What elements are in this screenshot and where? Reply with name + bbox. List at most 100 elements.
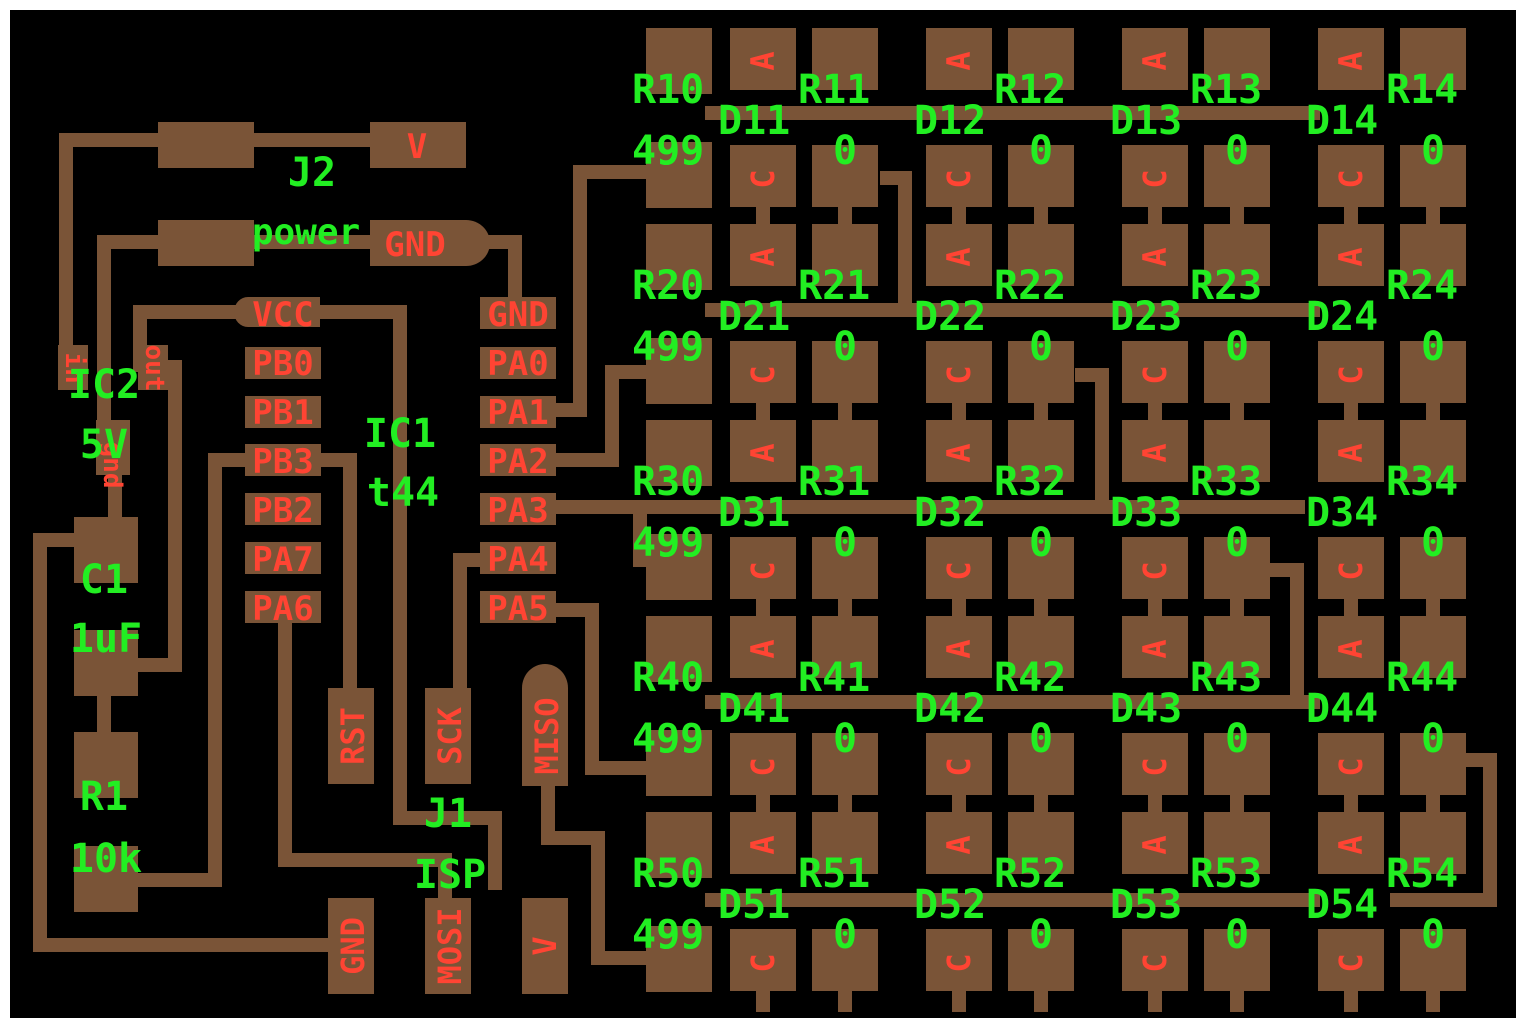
ic1-pin-label-vcc: VCC <box>252 295 313 335</box>
led-cathode-pad <box>1122 341 1188 403</box>
led-cathode-pad <box>1318 537 1384 599</box>
led-anode-pad <box>1318 28 1384 90</box>
col-resistor-value: 0 <box>1029 324 1053 370</box>
col-resistor-pad <box>812 420 878 482</box>
col-resistor-pad <box>1204 341 1270 403</box>
led-anode-pad <box>1318 812 1384 874</box>
col-resistor-designator: R31 <box>798 459 870 505</box>
row-resistor-pad <box>646 812 712 878</box>
j1-pad-rst <box>328 688 374 784</box>
led-anode-pad <box>730 812 796 874</box>
row-resistor-pad <box>646 926 712 992</box>
led-anode-label: A <box>1136 835 1174 854</box>
col-resistor-designator: R43 <box>1190 655 1262 701</box>
col-resistor-pad <box>1204 929 1270 991</box>
led-cathode-pad <box>926 537 992 599</box>
col-resistor-pad <box>812 929 878 991</box>
led-designator: D54 <box>1306 882 1378 928</box>
led-cathode-label: C <box>1332 169 1370 188</box>
col-resistor-pad <box>1400 812 1466 874</box>
col-resistor-designator: R51 <box>798 851 870 897</box>
led-anode-label: A <box>1332 639 1370 658</box>
col-resistor-pad <box>1400 733 1466 795</box>
matrix-pads <box>646 28 1466 992</box>
led-cathode-pad <box>1122 929 1188 991</box>
ic2-pad-in <box>58 345 88 390</box>
led-anode-label: A <box>1332 443 1370 462</box>
led-anode-pad <box>1122 224 1188 286</box>
j1-pad-sck <box>425 688 471 784</box>
col-resistor-value: 0 <box>1225 716 1249 762</box>
j2-value: power <box>252 212 360 253</box>
led-anode-pad <box>1122 420 1188 482</box>
led-cathode-pad <box>926 341 992 403</box>
ic1-pin-label-gnd: GND <box>487 295 548 335</box>
led-anode-pad <box>730 224 796 286</box>
j2-pad-gnd-label: GND <box>384 225 445 265</box>
row-resistor-value: 499 <box>632 324 704 370</box>
ic2-pad-in-label: in <box>59 352 89 383</box>
led-anode-pad <box>730 616 796 678</box>
col-resistor-value: 0 <box>833 128 857 174</box>
row-resistor-pad <box>646 420 712 486</box>
led-cathode-label: C <box>940 953 978 972</box>
led-anode-label: A <box>940 835 978 854</box>
col-resistor-designator: R22 <box>994 263 1066 309</box>
col-resistor-pad <box>1008 733 1074 795</box>
led-designator: D13 <box>1110 98 1182 144</box>
led-anode-pad <box>926 812 992 874</box>
ic1-pin-vcc-pad <box>234 297 320 327</box>
ic1-pin-label-pb1: PB1 <box>252 393 313 433</box>
col-resistor-pad <box>1400 145 1466 207</box>
col-resistor-pad <box>812 145 878 207</box>
col-resistor-value: 0 <box>1421 912 1445 958</box>
j2-pad-gnd <box>370 220 490 266</box>
j1-pad-v-label: V <box>526 936 564 955</box>
row-resistor-designator: R20 <box>632 263 704 309</box>
ic1-pin-label-pa1: PA1 <box>487 393 548 433</box>
row-resistor-value: 499 <box>632 912 704 958</box>
led-cathode-label: C <box>744 561 782 580</box>
j1-pad-mosi-label: MOSI <box>431 907 469 984</box>
led-designator: D14 <box>1306 98 1378 144</box>
ic1-pad <box>245 347 321 379</box>
col-resistor-value: 0 <box>1225 520 1249 566</box>
col-resistor-pad <box>1008 616 1074 678</box>
led-cathode-pad <box>730 929 796 991</box>
j2-designator: J2 <box>288 150 336 196</box>
row-resistor-pad <box>646 730 712 796</box>
row-resistor-value: 499 <box>632 716 704 762</box>
col-resistor-pad <box>1204 616 1270 678</box>
led-cathode-label: C <box>940 561 978 580</box>
ic2-pad-gnd-label: gnd <box>97 442 127 489</box>
ic1-designator: IC1 <box>364 411 436 457</box>
col-resistor-designator: R32 <box>994 459 1066 505</box>
led-cathode-label: C <box>744 169 782 188</box>
led-cathode-label: C <box>1332 365 1370 384</box>
led-anode-label: A <box>1136 247 1174 266</box>
j2-pad-v-label: V <box>407 127 427 167</box>
c1-value: 1uF <box>70 616 142 662</box>
col-resistor-value: 0 <box>1421 324 1445 370</box>
col-resistor-pad <box>1400 28 1466 90</box>
col-resistor-pad <box>1400 224 1466 286</box>
led-anode-label: A <box>940 639 978 658</box>
led-anode-label: A <box>1332 51 1370 70</box>
col-resistor-pad <box>1204 224 1270 286</box>
led-cathode-pad <box>1318 341 1384 403</box>
ic2-pad-out-label: out <box>139 345 169 392</box>
j1-designator: J1 <box>424 791 472 837</box>
led-designator: D24 <box>1306 294 1378 340</box>
led-cathode-label: C <box>940 169 978 188</box>
col-resistor-designator: R21 <box>798 263 870 309</box>
ic1-pin-label-pa5: PA5 <box>487 589 548 629</box>
ic1-pin-label-pb2: PB2 <box>252 491 313 531</box>
led-anode-pad <box>926 616 992 678</box>
led-cathode-label: C <box>1136 561 1174 580</box>
col-resistor-pad <box>812 28 878 90</box>
r1-designator: R1 <box>80 774 128 820</box>
col-resistor-pad <box>1008 537 1074 599</box>
led-designator: D22 <box>914 294 986 340</box>
col-resistor-designator: R14 <box>1386 67 1458 113</box>
